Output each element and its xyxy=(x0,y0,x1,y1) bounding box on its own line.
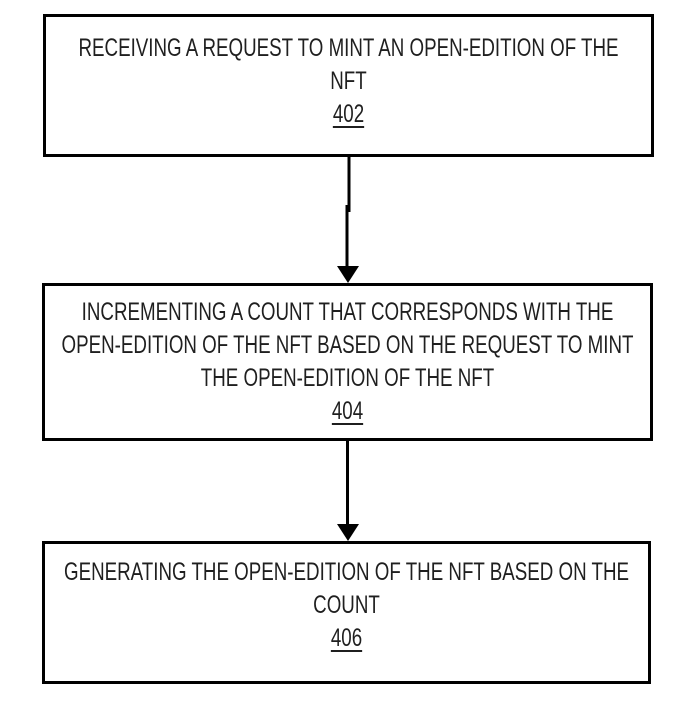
step-line: INCREMENTING A COUNT THAT CORRESPONDS WI… xyxy=(81,298,614,326)
step-line: RECEIVING A REQUEST TO MINT AN OPEN-EDIT… xyxy=(78,34,619,62)
flow-step-generating-nft: GENERATING THE OPEN-EDITION OF THE NFT B… xyxy=(42,541,651,684)
flow-step-text: INCREMENTING A COUNT THAT CORRESPONDS WI… xyxy=(62,296,634,428)
flow-step-receiving-request: RECEIVING A REQUEST TO MINT AN OPEN-EDIT… xyxy=(43,14,654,157)
step-ref-402: 402 xyxy=(332,100,365,128)
step-line: OPEN-EDITION OF THE NFT BASED ON THE REQ… xyxy=(61,331,634,359)
arrow-404-to-406-icon xyxy=(337,439,359,541)
step-line: NFT xyxy=(330,67,367,95)
flow-step-text: GENERATING THE OPEN-EDITION OF THE NFT B… xyxy=(64,556,629,655)
step-line: COUNT xyxy=(313,591,380,619)
step-line: GENERATING THE OPEN-EDITION OF THE NFT B… xyxy=(63,558,630,586)
step-ref-406: 406 xyxy=(330,624,363,652)
arrow-402-to-404-icon xyxy=(337,156,359,283)
flow-step-incrementing-count: INCREMENTING A COUNT THAT CORRESPONDS WI… xyxy=(42,283,653,441)
step-ref-404: 404 xyxy=(331,397,364,425)
flow-step-text: RECEIVING A REQUEST TO MINT AN OPEN-EDIT… xyxy=(78,32,618,131)
step-line: THE OPEN-EDITION OF THE NFT xyxy=(200,364,495,392)
